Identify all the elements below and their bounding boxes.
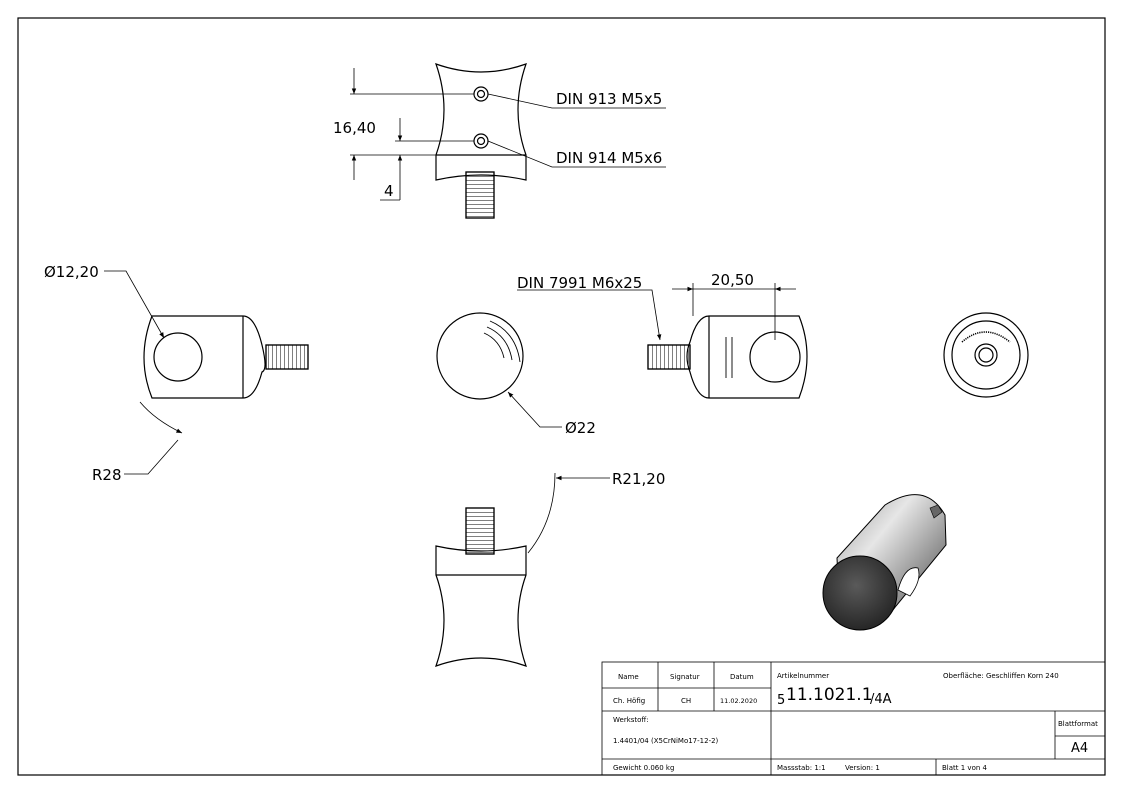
label-dim-16-40: 16,40 [333,119,376,137]
label-din-913: DIN 913 M5x5 [556,90,662,108]
front-view [436,312,562,428]
tb-version: Version: 1 [845,764,880,772]
title-block [601,661,1106,776]
label-dia-22: Ø22 [565,419,596,437]
rear-view [943,312,1029,398]
tb-werkstoff-value: 1.4401/04 (X5CrNiMo17-12-2) [613,737,719,745]
tb-blattformat-label: Blattformat [1058,720,1098,728]
label-din-7991: DIN 7991 M6x25 [517,274,642,292]
tb-datum-label: Datum [730,673,754,681]
right-view [517,283,808,399]
tb-name-label: Name [618,673,639,681]
tb-massstab: Massstab: 1:1 [777,764,826,772]
tb-datum-value: 11.02.2020 [720,697,757,705]
top-view [350,63,666,219]
label-dia-12-20: Ø12,20 [44,263,99,281]
tb-artikel-main: 11.1021.1 [786,685,873,705]
tb-signatur-value: CH [681,697,691,705]
bottom-view [435,472,610,667]
tb-werkstoff-label: Werkstoff: [613,716,649,724]
label-r21-20: R21,20 [612,470,665,488]
tb-name-value: Ch. Höfig [613,697,645,705]
isometric-view [822,494,947,631]
tb-artikel-suffix: /4A [870,692,892,707]
tb-signatur-label: Signatur [670,673,700,681]
tb-blattformat-value: A4 [1071,741,1088,756]
label-dim-4: 4 [384,182,394,200]
tb-artikel-prefix: 5 [777,693,785,708]
tb-gewicht: Gewicht 0.060 kg [613,764,674,772]
label-din-914: DIN 914 M5x6 [556,149,662,167]
label-dim-20-50: 20,50 [711,271,754,289]
sheet-border [17,17,1106,776]
label-r28: R28 [92,466,122,484]
tb-blatt: Blatt 1 von 4 [942,764,988,772]
left-view [104,270,309,475]
tb-oberflaeche: Oberfläche: Geschliffen Korn 240 [943,672,1059,680]
tb-artikel-label: Artikelnummer [777,672,829,680]
